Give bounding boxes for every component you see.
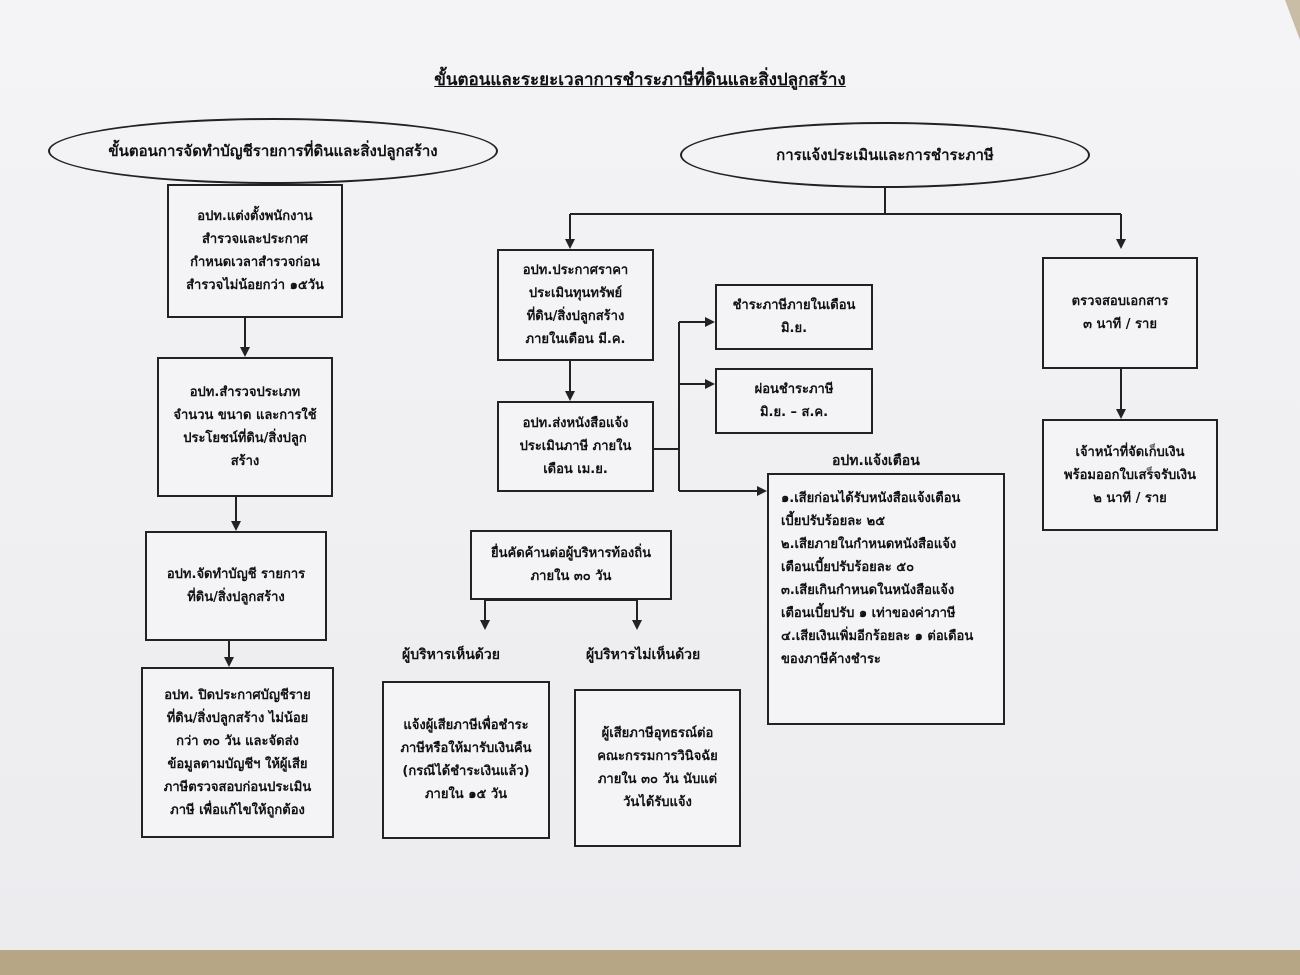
- warning-box: ๑.เสียก่อนได้รับหนังสือแจ้งเตือน เบี้ยปร…: [767, 473, 1005, 725]
- installment-box: ผ่อนชำระภาษี มิ.ย. – ส.ค.: [715, 368, 873, 434]
- left-step-1: อปท.แต่งตั้งพนักงาน สำรวจและประกาศ กำหนด…: [167, 184, 343, 318]
- left-step-3: อปท.จัดทำบัญชี รายการ ที่ดิน/สิ่งปลูกสร้…: [145, 531, 327, 641]
- objection-box: ยื่นคัดค้านต่อผู้บริหารท้องถิ่น ภายใน ๓๐…: [470, 530, 672, 600]
- left-heading-ellipse: ขั้นตอนการจัดทำบัญชีรายการที่ดินและสิ่งป…: [48, 118, 498, 184]
- page-title: ขั้นตอนและระยะเวลาการชำระภาษีที่ดินและสิ…: [434, 70, 846, 90]
- pay-in-month-box: ชำระภาษีภายในเดือน มิ.ย.: [715, 284, 873, 350]
- agree-box: แจ้งผู้เสียภาษีเพื่อชำระ ภาษีหรือให้มารั…: [382, 681, 550, 839]
- agree-label: ผู้บริหารเห็นด้วย: [402, 647, 500, 663]
- warning-title: อปท.แจ้งเตือน: [832, 453, 920, 469]
- left-heading: ขั้นตอนการจัดทำบัญชีรายการที่ดินและสิ่งป…: [108, 142, 438, 160]
- check-docs-box: ตรวจสอบเอกสาร ๓ นาที / ราย: [1042, 257, 1198, 369]
- right-heading-ellipse: การแจ้งประเมินและการชำระภาษี: [680, 122, 1090, 188]
- disagree-box: ผู้เสียภาษีอุทธรณ์ต่อ คณะกรรมการวินิจฉัย…: [574, 689, 741, 847]
- right-heading: การแจ้งประเมินและการชำระภาษี: [776, 146, 994, 164]
- disagree-label: ผู้บริหารไม่เห็นด้วย: [586, 647, 701, 663]
- send-notice-box: อปท.ส่งหนังสือแจ้ง ประเมินภาษี ภายใน เดื…: [497, 401, 654, 492]
- left-step-4: อปท. ปิดประกาศบัญชีราย ที่ดิน/สิ่งปลูกสร…: [141, 667, 334, 838]
- collector-box: เจ้าหน้าที่จัดเก็บเงิน พร้อมออกใบเสร็จรั…: [1042, 419, 1218, 531]
- announce-price-box: อปท.ประกาศราคา ประเมินทุนทรัพย์ ที่ดิน/ส…: [497, 249, 654, 361]
- left-step-2: อปท.สำรวจประเภท จำนวน ขนาด และการใช้ ประ…: [157, 357, 333, 497]
